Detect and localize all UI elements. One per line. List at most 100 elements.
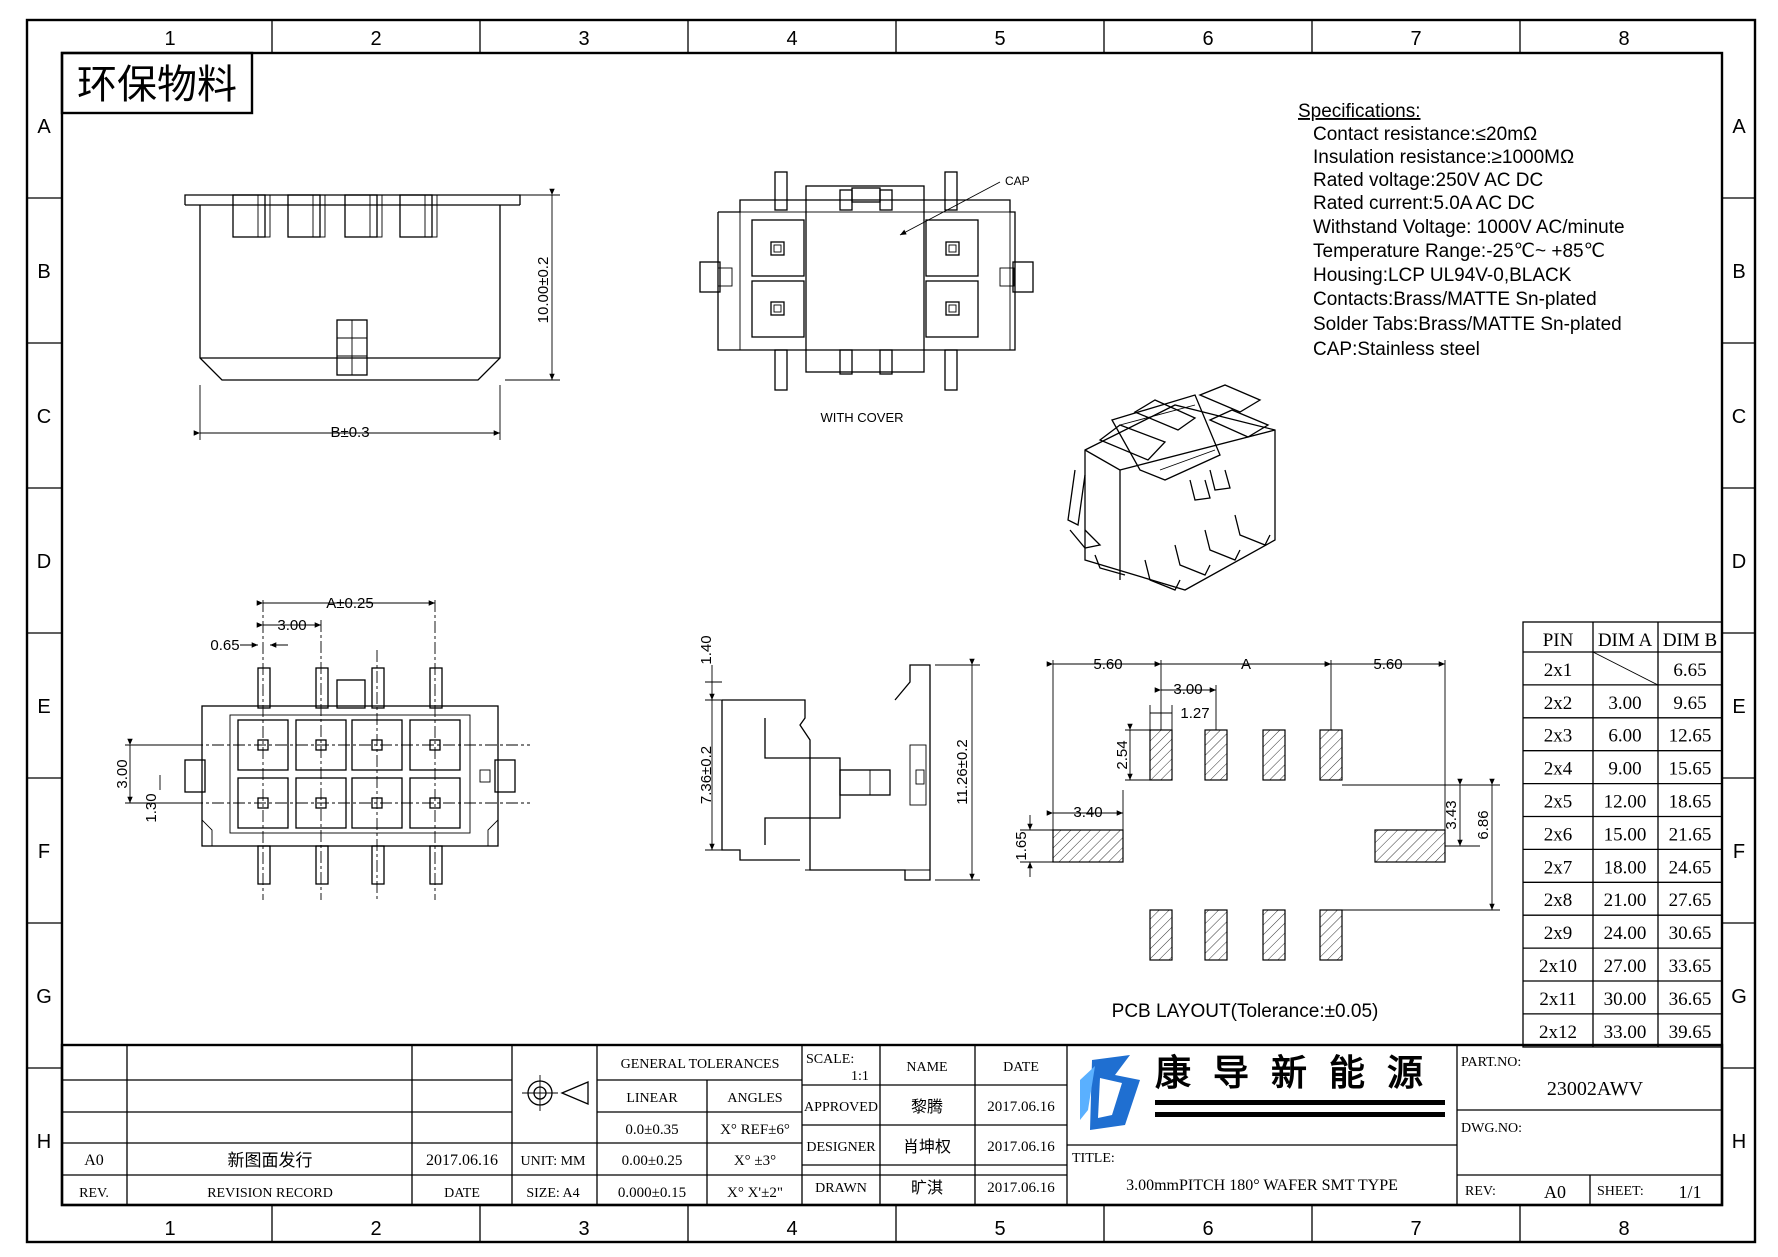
row-label: H [1732, 1131, 1746, 1153]
row-label: B [37, 261, 50, 283]
side-dim-inner: 7.36±0.2 [698, 746, 715, 804]
with-cover-caption: WITH COVER [820, 410, 903, 425]
table-cell-dim-b: 12.65 [1669, 726, 1712, 747]
row-label: A [1732, 116, 1746, 138]
table-cell-dim-b: 6.65 [1673, 660, 1706, 681]
pcb-dim-pitch: 3.00 [1173, 681, 1202, 698]
pcb-dim-pad-height: 2.54 [1114, 740, 1131, 769]
spec-line: Contacts:Brass/MATTE Sn-plated [1313, 289, 1597, 310]
row-label: H [37, 1131, 51, 1153]
column-label: 6 [1202, 1218, 1213, 1240]
scale-label: SCALE: [806, 1052, 854, 1067]
linear-label: LINEAR [626, 1091, 678, 1106]
name-col-label: NAME [906, 1060, 947, 1075]
sheet-label: SHEET: [1597, 1184, 1644, 1199]
company-logo [1080, 1055, 1445, 1130]
table-cell-dim-a: 15.00 [1604, 824, 1647, 845]
tol-angles-2: X° ±3° [734, 1153, 776, 1169]
tol-angles-3: X° X'±2" [727, 1185, 783, 1201]
column-label: 4 [786, 28, 797, 50]
table-cell-pin: 2x6 [1544, 824, 1573, 845]
column-label: 7 [1410, 28, 1421, 50]
table-cell-pin: 2x12 [1539, 1022, 1577, 1043]
spec-line: Temperature Range:-25℃~ +85℃ [1313, 241, 1605, 262]
row-label: G [1731, 986, 1747, 1008]
row-label: E [37, 696, 50, 718]
side-dim-top: 1.40 [698, 635, 715, 664]
general-tolerances: GENERAL TOLERANCES [621, 1057, 780, 1072]
spec-line: Insulation resistance:≥1000MΩ [1313, 147, 1574, 168]
bottom-dim-a: A±0.25 [326, 595, 373, 612]
date-col-label: DATE [1003, 1060, 1039, 1075]
spec-line: Rated voltage:250V AC DC [1313, 170, 1543, 191]
angles-label: ANGLES [727, 1091, 782, 1106]
column-label: 7 [1410, 1218, 1421, 1240]
table-cell-pin: 2x3 [1544, 726, 1573, 747]
spec-line: Solder Tabs:Brass/MATTE Sn-plated [1313, 314, 1622, 335]
table-cell-pin: 2x8 [1544, 890, 1573, 911]
spec-line: Housing:LCP UL94V-0,BLACK [1313, 265, 1572, 286]
column-label: 3 [578, 1218, 589, 1240]
spec-line: CAP:Stainless steel [1313, 339, 1480, 360]
drawn-label: DRAWN [815, 1181, 867, 1196]
column-label: 8 [1618, 28, 1629, 50]
spec-line: Withstand Voltage: 1000V AC/minute [1313, 217, 1625, 238]
projection-symbol [522, 1075, 589, 1111]
front-height-dim: 10.00±0.2 [535, 257, 552, 324]
cap-label: CAP [1005, 174, 1030, 188]
table-cell-dim-a: 24.00 [1604, 923, 1647, 944]
table-cell-dim-a: 18.00 [1604, 857, 1647, 878]
bottom-view: A±0.25 3.00 0.65 3.00 1.30 [114, 595, 530, 900]
pcb-dim-tab-height: 1.65 [1013, 831, 1030, 860]
row-label: B [1732, 261, 1745, 283]
table-cell-pin: 2x10 [1539, 956, 1577, 977]
table-cell-dim-b: 30.65 [1669, 923, 1712, 944]
table-cell-dim-a: 30.00 [1604, 989, 1647, 1010]
tol-linear-1: 0.0±0.35 [625, 1122, 678, 1138]
specifications-block: Specifications: Contact resistance:≤20mΩ… [1298, 101, 1625, 360]
row-label: F [1733, 841, 1745, 863]
column-label: 5 [994, 28, 1005, 50]
table-cell-dim-a: 33.00 [1604, 1022, 1647, 1043]
bottom-dim-pitch: 3.00 [277, 617, 306, 634]
rev-date-value: 2017.06.16 [426, 1152, 498, 1169]
row-label: G [36, 986, 52, 1008]
table-header: PIN [1543, 630, 1574, 651]
bottom-dim-row: 3.00 [114, 759, 131, 788]
table-cell-dim-a: 3.00 [1608, 693, 1641, 714]
designer-date: 2017.06.16 [987, 1139, 1055, 1155]
eco-material-stamp: 环保物料 [60, 51, 254, 115]
company-name: 康导新能源 [1155, 1052, 1445, 1093]
table-cell-pin: 2x9 [1544, 923, 1573, 944]
rev-value: A0 [84, 1152, 104, 1169]
part-no-value: 23002AWV [1547, 1078, 1644, 1100]
spec-line: Contact resistance:≤20mΩ [1313, 124, 1537, 145]
table-cell-pin: 2x1 [1544, 660, 1573, 681]
table-cell-dim-b: 33.65 [1669, 956, 1712, 977]
table-cell-dim-a: 6.00 [1608, 726, 1641, 747]
column-label: 8 [1618, 1218, 1629, 1240]
front-width-dim: B±0.3 [330, 424, 369, 441]
table-cell-dim-b: 24.65 [1669, 857, 1712, 878]
table-cell-dim-b: 21.65 [1669, 824, 1712, 845]
row-label: C [37, 406, 51, 428]
drawn-name: 旷淇 [911, 1179, 943, 1197]
column-label: 6 [1202, 28, 1213, 50]
table-cell-dim-a: 27.00 [1604, 956, 1647, 977]
bottom-dim-offset: 1.30 [143, 793, 160, 822]
table-header: DIM A [1598, 630, 1653, 651]
front-view: 10.00±0.2 B±0.3 [184, 188, 560, 441]
table-cell-dim-a: 12.00 [1604, 792, 1647, 813]
size-text: SIZE: A4 [526, 1186, 579, 1201]
rev-label: REV. [79, 1186, 109, 1201]
tol-linear-2: 0.00±0.25 [622, 1153, 683, 1169]
rev2-value: A0 [1544, 1182, 1566, 1202]
pcb-dim-right: 5.60 [1373, 656, 1402, 673]
designer-name: 肖坤权 [903, 1138, 951, 1156]
unit-text: UNIT: MM [520, 1154, 586, 1169]
row-label: C [1732, 406, 1746, 428]
bottom-dim-pin: 0.65 [210, 637, 239, 654]
table-cell-dim-b: 36.65 [1669, 989, 1712, 1010]
